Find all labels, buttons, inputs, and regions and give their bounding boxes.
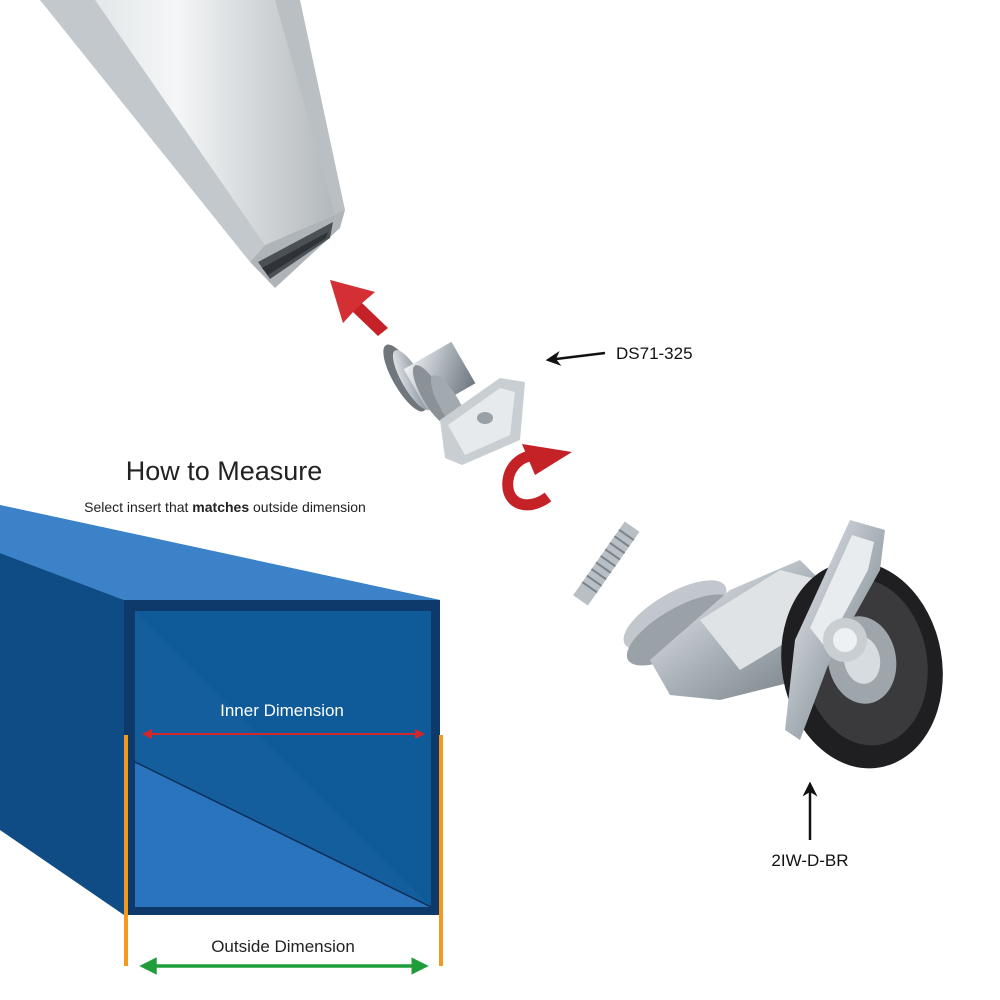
measure-tube bbox=[0, 505, 440, 915]
inner-dimension-label: Inner Dimension bbox=[220, 701, 344, 720]
caster-code-label: 2IW-D-BR bbox=[771, 851, 848, 870]
insert-code-label: DS71-325 bbox=[616, 344, 693, 363]
aluminum-tube bbox=[40, 0, 345, 288]
insert-direction-arrow bbox=[330, 280, 388, 336]
insert-callout: DS71-325 bbox=[545, 344, 693, 366]
threaded-insert bbox=[383, 341, 525, 465]
measure-subtitle: Select insert that matches outside dimen… bbox=[84, 499, 366, 515]
inner-dimension: Inner Dimension bbox=[142, 701, 425, 739]
outside-guides bbox=[124, 735, 443, 966]
caster-callout: 2IW-D-BR bbox=[771, 781, 849, 870]
outside-dimension-label: Outside Dimension bbox=[211, 937, 355, 956]
measure-title: How to Measure bbox=[126, 456, 323, 486]
outside-dimension: Outside Dimension bbox=[139, 937, 429, 975]
caster-wheel bbox=[573, 520, 943, 769]
rotate-arrow bbox=[502, 444, 572, 511]
